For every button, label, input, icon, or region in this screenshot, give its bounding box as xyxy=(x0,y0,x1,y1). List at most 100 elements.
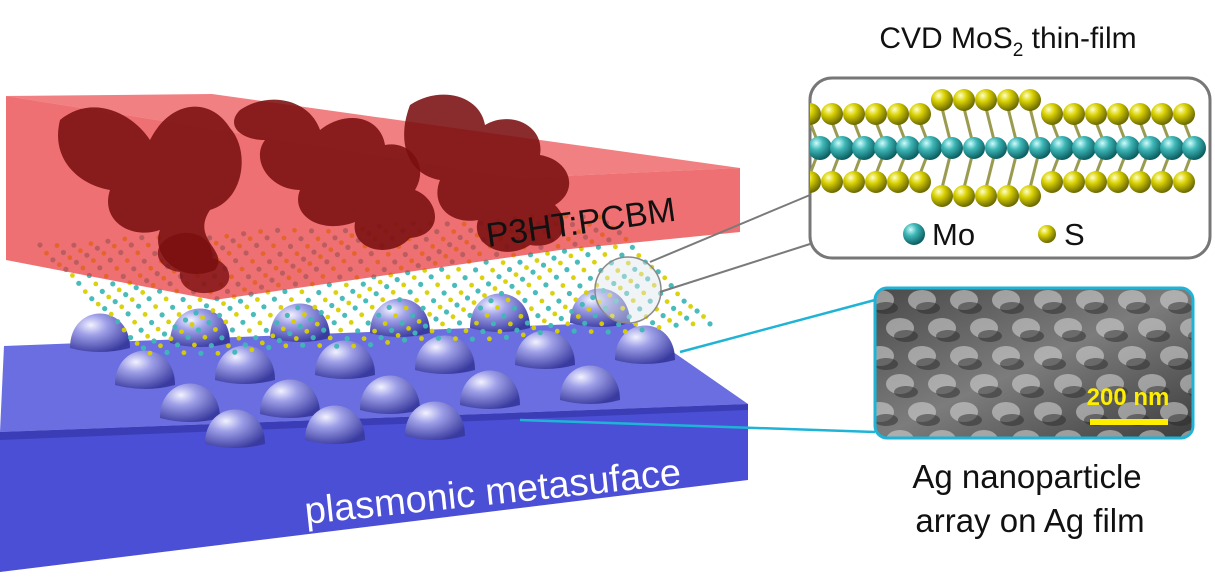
polymer-layer: P3HT:PCBM xyxy=(6,94,740,300)
sheet-s-atom xyxy=(348,320,354,325)
sheet-s-atom xyxy=(176,312,182,317)
sheet-s-atom xyxy=(343,282,349,288)
sem-particle-shadow xyxy=(875,358,898,370)
sheet-s-atom xyxy=(121,327,127,333)
nanoparticle-dome xyxy=(415,335,475,374)
sheet-s-atom xyxy=(427,311,432,317)
sheet-mo-atom xyxy=(519,276,526,282)
sheet-s-atom xyxy=(599,321,605,327)
sheet-s-atom xyxy=(213,327,218,332)
sheet-mo-atom xyxy=(490,321,496,327)
sheet-s-atom xyxy=(179,329,184,334)
sem-particle-shadow xyxy=(936,330,960,342)
sem-particle-shadow xyxy=(1126,302,1150,314)
s-atom xyxy=(1151,171,1173,193)
sheet-mo-atom xyxy=(297,323,303,330)
sheet-mo-atom xyxy=(271,296,277,302)
sheet-mo-atom xyxy=(577,283,583,289)
s-atom xyxy=(909,171,931,193)
sheet-s-atom xyxy=(482,293,487,298)
sheet-s-atom xyxy=(604,275,610,281)
sheet-mo-atom xyxy=(626,314,632,320)
sheet-mo-atom xyxy=(355,328,361,334)
sheet-mo-atom xyxy=(443,309,450,315)
sheet-s-atom xyxy=(322,297,328,303)
sheet-s-atom xyxy=(500,260,506,265)
sheet-s-atom xyxy=(327,335,333,341)
s-atom xyxy=(865,171,887,193)
sem-particle-shadow xyxy=(1062,442,1086,454)
sheet-mo-atom xyxy=(524,320,531,326)
sheet-mo-atom xyxy=(590,294,596,301)
sheet-s-atom xyxy=(153,304,159,309)
sheet-s-atom xyxy=(573,297,579,303)
sem-image-inset: 200 nm xyxy=(873,286,1195,454)
sem-particle-highlight xyxy=(1054,430,1082,438)
sheet-mo-atom xyxy=(123,292,129,298)
sheet-mo-atom xyxy=(506,266,513,273)
sheet-s-atom xyxy=(664,299,670,304)
sheet-mo-atom xyxy=(125,311,131,317)
sheet-s-atom xyxy=(155,326,161,332)
sheet-s-atom xyxy=(613,244,618,250)
polymer-blob-4 xyxy=(157,232,230,294)
sheet-mo-atom xyxy=(645,276,651,282)
sheet-mo-atom xyxy=(467,312,473,318)
sheet-mo-atom xyxy=(250,311,256,318)
sheet-s-atom xyxy=(108,311,114,317)
sheet-mo-atom xyxy=(605,329,611,335)
s-atom xyxy=(1019,89,1041,111)
s-atom xyxy=(865,103,887,125)
sheet-mo-atom xyxy=(462,275,468,281)
mo-legend-label: Mo xyxy=(932,217,975,252)
sheet-s-atom xyxy=(119,304,125,310)
sheet-s-atom xyxy=(70,273,75,278)
mo-atom xyxy=(896,136,920,160)
scale-bar xyxy=(1090,419,1168,425)
sheet-s-atom xyxy=(688,304,693,309)
sheet-s-atom xyxy=(367,286,373,292)
sheet-mo-atom xyxy=(352,305,358,311)
sem-particle-shadow xyxy=(875,302,898,314)
sheet-s-atom xyxy=(450,314,456,320)
sem-particle-shadow xyxy=(894,386,918,398)
sheet-s-atom xyxy=(223,319,229,325)
sheet-s-atom xyxy=(419,336,424,341)
s-atom xyxy=(1151,103,1173,125)
sheet-mo-atom xyxy=(585,252,591,258)
sheet-s-atom xyxy=(484,312,490,318)
sheet-s-atom xyxy=(701,314,706,319)
sheet-s-atom xyxy=(529,306,534,312)
sem-particle-shadow xyxy=(1146,442,1170,454)
sheet-mo-atom xyxy=(571,328,577,334)
sheet-mo-atom xyxy=(232,349,238,355)
ag-caption-line-1: Ag nanoparticle xyxy=(912,458,1141,495)
sheet-mo-atom xyxy=(342,312,348,318)
sem-leader-lower xyxy=(519,418,876,434)
sheet-mo-atom xyxy=(592,313,598,319)
s-atom xyxy=(1173,103,1195,125)
sheet-mo-atom xyxy=(473,267,479,273)
sheet-s-atom xyxy=(249,347,255,353)
sheet-mo-atom xyxy=(621,273,627,279)
s-atom xyxy=(975,185,997,207)
mo-atom xyxy=(874,136,898,160)
sheet-mo-atom xyxy=(363,298,369,304)
s-atom xyxy=(843,103,865,125)
s-atom xyxy=(909,103,931,125)
sheet-mo-atom xyxy=(334,343,340,349)
sheet-s-atom xyxy=(140,290,146,295)
sheet-mo-atom xyxy=(266,344,272,351)
s-legend-icon xyxy=(1038,225,1056,243)
sheet-s-atom xyxy=(168,336,174,342)
sheet-mo-atom xyxy=(112,299,118,305)
mo-legend-icon xyxy=(903,223,925,245)
sem-particle-shadow xyxy=(978,386,1002,398)
sheet-s-atom xyxy=(314,321,320,327)
sheet-s-atom xyxy=(401,282,407,288)
s-atom xyxy=(931,89,953,111)
sem-particle-shadow xyxy=(1020,330,1044,342)
s-atom xyxy=(931,185,953,207)
sheet-s-atom xyxy=(333,290,339,295)
sheet-s-atom xyxy=(541,318,547,324)
